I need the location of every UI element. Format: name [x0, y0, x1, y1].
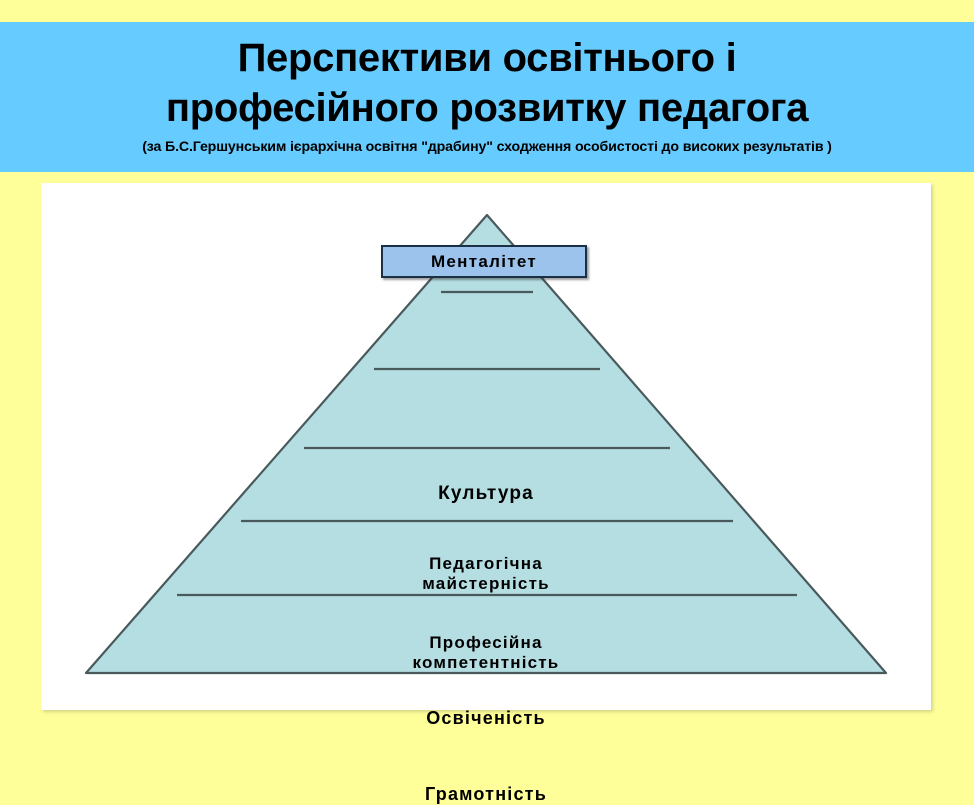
- content-panel: Культура Педагогічна майстерність Профес…: [41, 183, 931, 804]
- pyramid-shape: [84, 213, 888, 675]
- pyramid-apex-callout-box: Менталітет: [381, 245, 587, 278]
- pyramid-apex-callout-label: Менталітет: [430, 251, 538, 271]
- page-subtitle: (за Б.С.Гершунським ієрархічна освітня "…: [142, 139, 832, 155]
- pyramid-tier-label-literacy: Грамотність: [425, 784, 547, 804]
- pyramid-tier-label-education: Освіченість: [426, 708, 546, 728]
- header-banner: Перспективи освітнього і професійного ро…: [0, 22, 974, 172]
- pyramid-diagram: Культура Педагогічна майстерність Профес…: [41, 183, 931, 804]
- pyramid-body: [84, 213, 888, 675]
- page-title-line-1: Перспективи освітнього і: [237, 36, 737, 80]
- page-title-line-2: професійного розвитку педагога: [165, 86, 809, 130]
